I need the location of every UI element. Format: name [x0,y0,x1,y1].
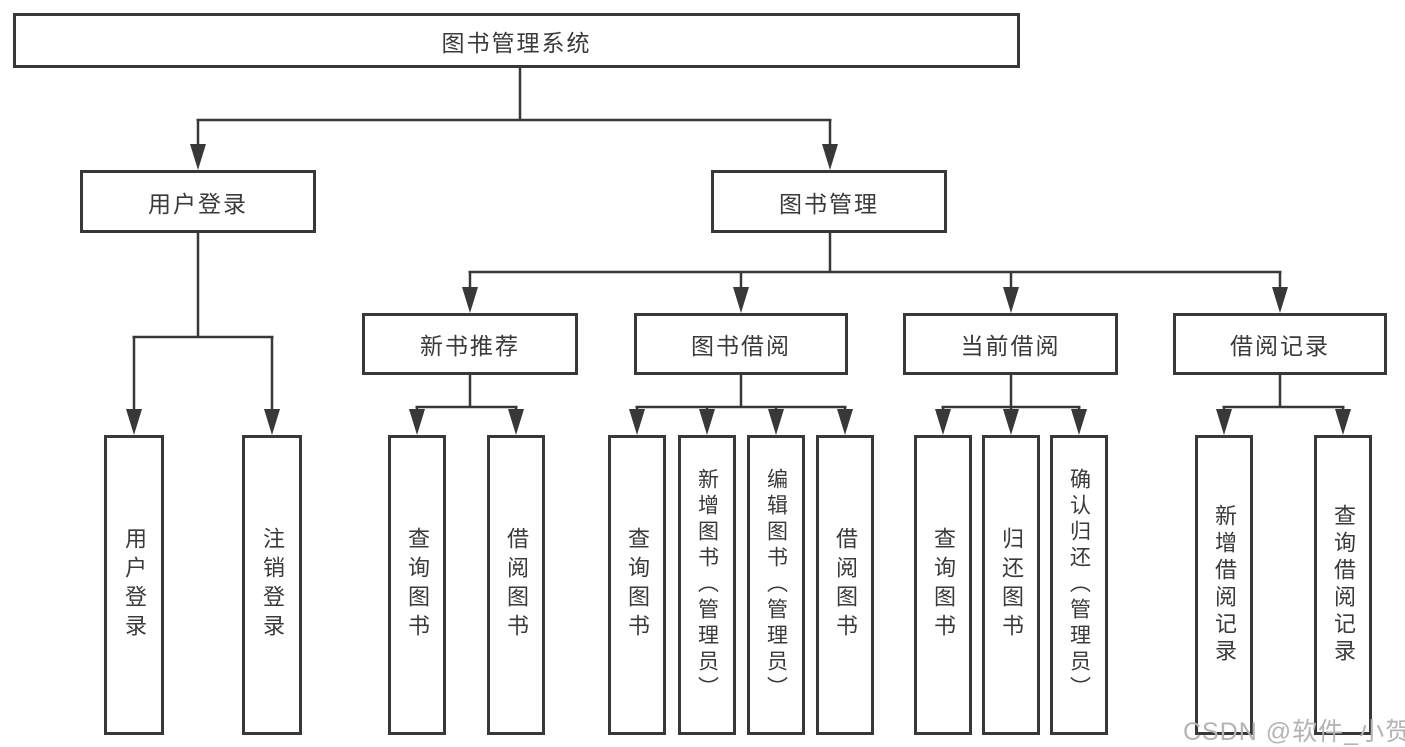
leaf-borrow-query-books: 查询图书 [608,435,666,735]
leaf-user-login: 用户登录 [104,435,164,735]
leaf-current-return-books: 归还图书 [982,435,1040,735]
node-user-login: 用户登录 [80,170,316,233]
leaf-borrow-borrow-books: 借阅图书 [816,435,874,735]
csdn-watermark: CSDN @软件_小贺同学 [1183,718,1405,746]
leaf-logout: 注销登录 [242,435,302,735]
leaf-recommend-query-books: 查询图书 [388,435,446,735]
node-borrow-records: 借阅记录 [1173,313,1387,375]
leaf-borrow-edit-books-admin: 编辑图书（管理员） [747,435,805,735]
node-book-borrow: 图书借阅 [634,313,848,375]
leaf-recommend-borrow-books: 借阅图书 [487,435,545,735]
leaf-borrow-add-books-admin: 新增图书（管理员） [678,435,736,735]
node-current-borrow: 当前借阅 [903,313,1118,375]
leaf-current-confirm-return-admin: 确认归还（管理员） [1050,435,1108,735]
leaf-current-query-books: 查询图书 [914,435,972,735]
node-new-book-recommend: 新书推荐 [362,313,578,375]
node-book-management: 图书管理 [711,170,947,233]
leaf-records-add-record: 新增借阅记录 [1195,435,1253,735]
leaf-records-query-record: 查询借阅记录 [1314,435,1372,735]
node-root: 图书管理系统 [13,13,1020,68]
